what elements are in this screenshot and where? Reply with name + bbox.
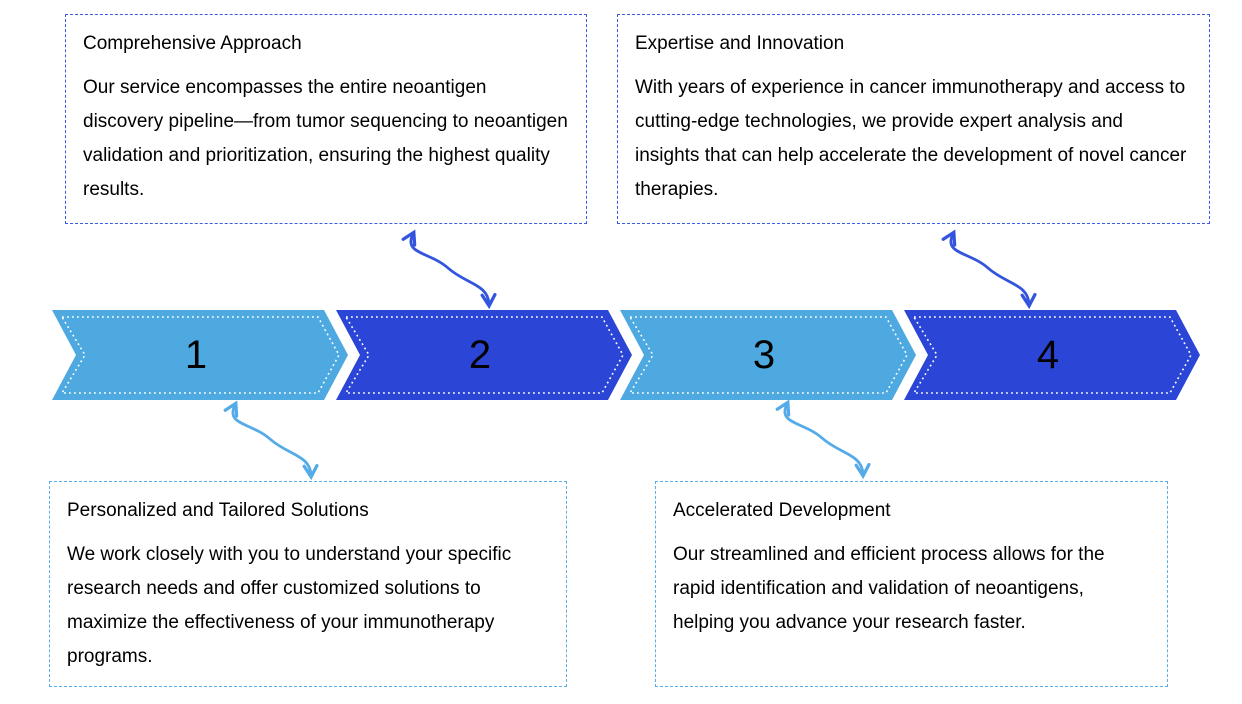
- step-number: 1: [184, 332, 208, 377]
- process-step-4: 4: [904, 310, 1200, 400]
- callout-title: Accelerated Development: [673, 500, 891, 521]
- s-curve-arrow: [775, 399, 871, 480]
- connector-arrow-icon: [941, 229, 1037, 310]
- callout-body: With years of experience in cancer immun…: [635, 77, 1187, 200]
- s-curve-arrow: [941, 229, 1037, 310]
- callout-comprehensive-approach: Comprehensive Approach Our service encom…: [65, 14, 587, 224]
- connector-arrow-icon: [775, 399, 871, 480]
- callout-body: Our streamlined and efficient process al…: [673, 544, 1105, 633]
- callout-title: Personalized and Tailored Solutions: [67, 500, 369, 521]
- chevron-shape: [620, 310, 916, 400]
- chevron-shape: [904, 310, 1200, 400]
- s-curve-arrow: [401, 229, 497, 310]
- process-step-1: 1: [52, 310, 348, 400]
- chevron-arrow-icon: [904, 310, 1200, 400]
- chevron-dotted-inline: [60, 316, 340, 394]
- connector-arrow-icon: [401, 229, 497, 310]
- callout-body: We work closely with you to understand y…: [67, 544, 512, 667]
- chevron-dotted-inline: [912, 316, 1192, 394]
- s-curve-arrow: [223, 400, 319, 481]
- callout-title: Comprehensive Approach: [83, 33, 302, 54]
- process-step-3: 3: [620, 310, 916, 400]
- chevron-arrow-icon: [620, 310, 916, 400]
- callout-accelerated-development: Accelerated Development Our streamlined …: [655, 481, 1168, 687]
- process-step-2: 2: [336, 310, 632, 400]
- connector-arrow-icon: [223, 400, 319, 481]
- step-number: 3: [752, 332, 776, 377]
- callout-title: Expertise and Innovation: [635, 33, 845, 54]
- chevron-arrow-icon: [336, 310, 632, 400]
- callout-body: Our service encompasses the entire neoan…: [83, 77, 568, 200]
- step-number: 2: [468, 332, 492, 377]
- chevron-arrow-icon: [52, 310, 348, 400]
- chevron-dotted-inline: [344, 316, 624, 394]
- callout-personalized-solutions: Personalized and Tailored Solutions We w…: [49, 481, 567, 687]
- chevron-shape: [52, 310, 348, 400]
- chevron-shape: [336, 310, 632, 400]
- chevron-dotted-inline: [628, 316, 908, 394]
- callout-expertise-innovation: Expertise and Innovation With years of e…: [617, 14, 1210, 224]
- step-number: 4: [1036, 332, 1060, 377]
